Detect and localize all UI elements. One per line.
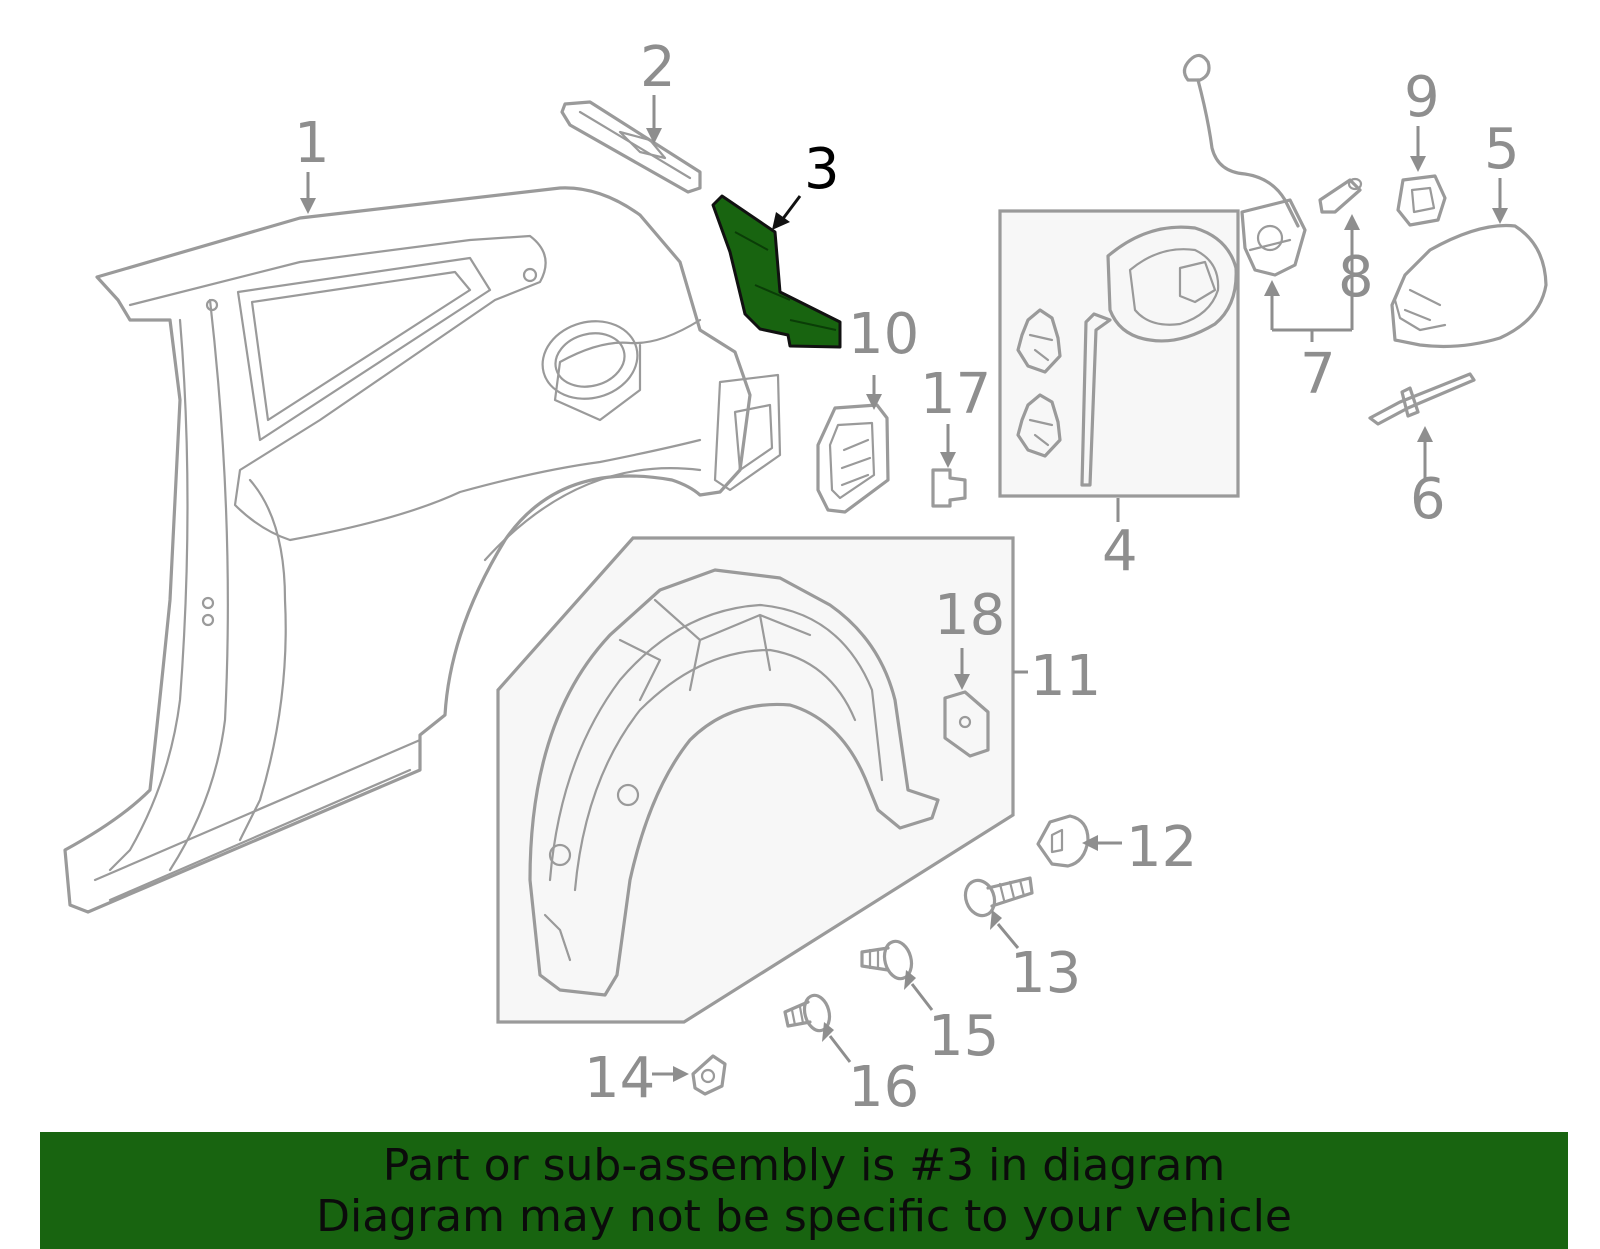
parts-diagram: 1 2 3 4 5 6 7 8 9 10 11 12 13 14 15 16 1… [63, 35, 1548, 1120]
clip-part-12 [1036, 814, 1090, 868]
bracket-part-3 [711, 194, 842, 349]
clip-part-17 [931, 468, 967, 508]
callout-16: 16 [848, 1055, 919, 1120]
wheelhouse-liner-part-11 [528, 568, 940, 997]
upper-rail-part [560, 100, 702, 194]
banner-line-1: Part or sub-assembly is #3 in diagram [382, 1139, 1226, 1191]
bolt-part-15 [860, 939, 914, 981]
banner-line-2: Diagram may not be specific to your vehi… [316, 1190, 1292, 1242]
callout-9: 9 [1404, 65, 1440, 130]
callout-12: 12 [1126, 815, 1197, 880]
actuator-part-7 [1182, 53, 1307, 277]
fuel-cap-part-5 [1390, 223, 1548, 349]
screw-part-13 [963, 876, 1034, 918]
rivet-part-6 [1368, 372, 1476, 426]
callout-10: 10 [848, 302, 919, 367]
callout-7: 7 [1300, 342, 1336, 407]
callout-15: 15 [928, 1004, 999, 1069]
fuel-door-part-4 [1016, 225, 1238, 487]
callout-4: 4 [1102, 519, 1138, 584]
callout-13: 13 [1010, 941, 1081, 1006]
callout-5: 5 [1484, 117, 1520, 182]
info-banner: Part or sub-assembly is #3 in diagram Di… [40, 1132, 1568, 1249]
callout-17: 17 [920, 362, 991, 427]
clip-part-14 [691, 1054, 727, 1096]
bolt-part-16 [783, 993, 832, 1033]
callout-11: 11 [1030, 644, 1101, 709]
callout-1: 1 [294, 111, 330, 176]
filler-housing-part-10 [816, 403, 890, 514]
quarter-panel-part [63, 186, 782, 914]
callout-3: 3 [804, 137, 840, 202]
callout-2: 2 [640, 35, 676, 100]
leader-lines [300, 95, 1508, 1082]
grommet-part-9 [1396, 174, 1447, 227]
bracket-part-18 [943, 690, 990, 758]
callout-18: 18 [934, 583, 1005, 648]
callout-6: 6 [1410, 467, 1446, 532]
callout-8: 8 [1338, 245, 1374, 310]
callout-14: 14 [584, 1046, 655, 1111]
pin-part-8 [1318, 177, 1363, 214]
